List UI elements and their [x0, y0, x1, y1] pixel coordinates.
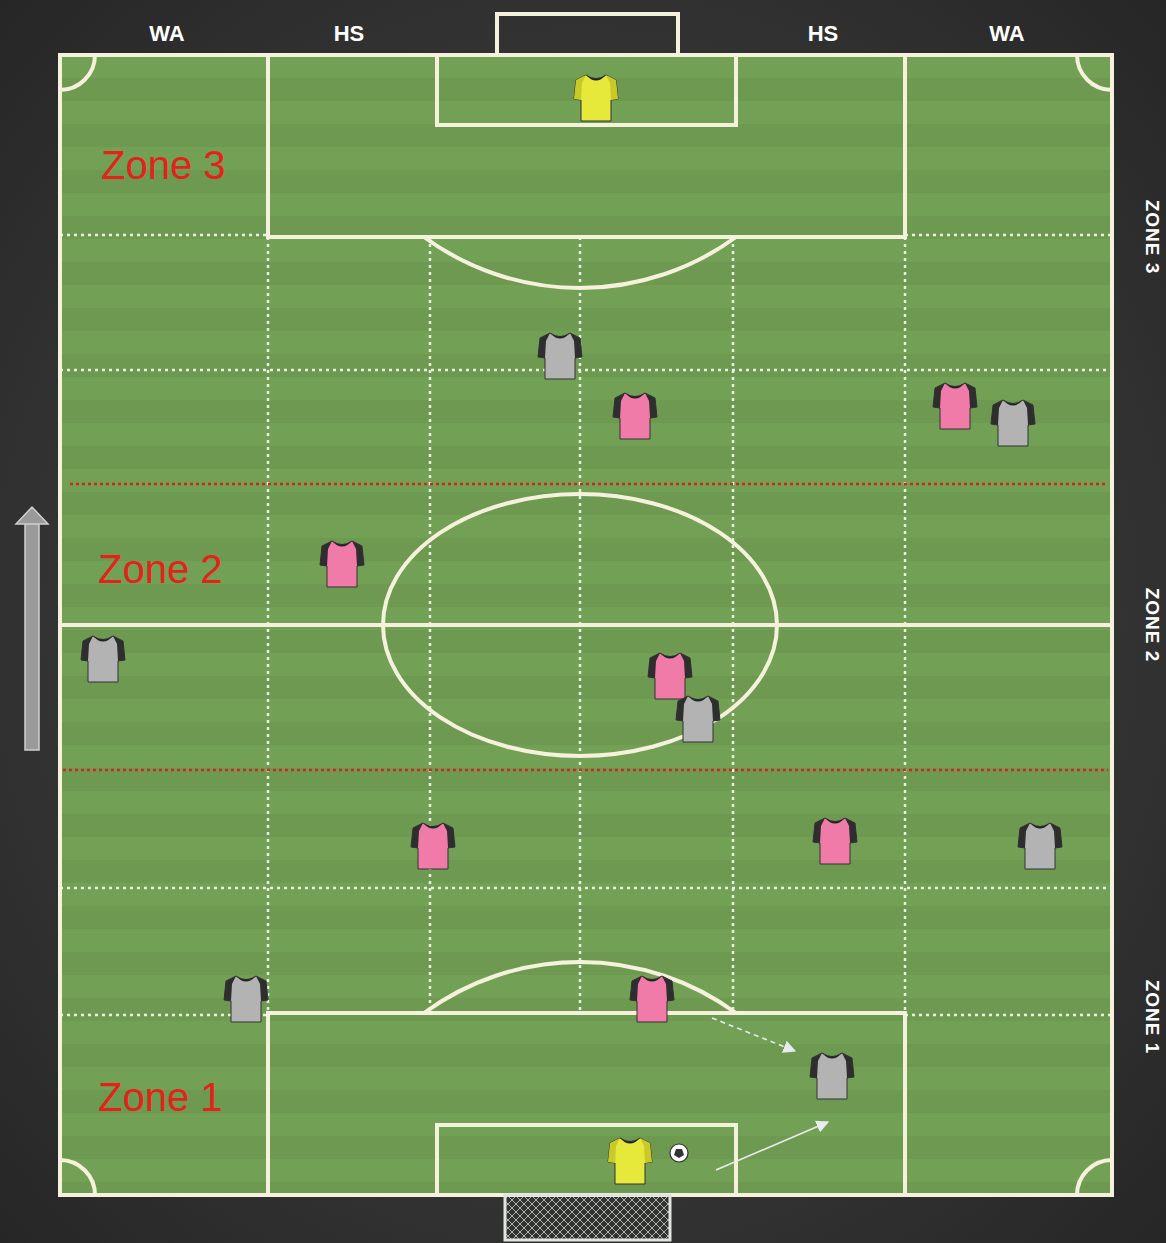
- zone-label: Zone 3: [101, 145, 226, 185]
- stripe: [62, 331, 1110, 354]
- stripe: [62, 193, 1110, 216]
- stripe: [62, 929, 1110, 952]
- player-shirt: [813, 818, 857, 864]
- lane-label: HS: [808, 23, 839, 45]
- pass-arrow: [716, 1122, 828, 1170]
- stripe: [62, 837, 1110, 860]
- player-shirt: [648, 653, 692, 699]
- lane-label: HS: [334, 23, 365, 45]
- players: [81, 75, 1062, 1184]
- stripe: [62, 469, 1110, 492]
- direction-arrow: [16, 507, 48, 750]
- pitch-markings: [60, 14, 1112, 1195]
- stripe: [62, 239, 1110, 262]
- zone-label: Zone 1: [98, 1077, 223, 1117]
- player-shirt: [538, 333, 582, 379]
- player-shirt: [608, 1138, 652, 1184]
- player-shirt: [224, 976, 268, 1022]
- player-shirt: [630, 976, 674, 1022]
- player-shirt: [411, 823, 455, 869]
- player-shirt: [574, 75, 618, 121]
- player-shirt: [810, 1053, 854, 1099]
- player-shirt: [933, 383, 977, 429]
- pitch-ground: [60, 55, 1112, 1195]
- player-shirt: [613, 393, 657, 439]
- stripe: [62, 883, 1110, 906]
- zone-side-label: ZONE 3: [1143, 200, 1162, 275]
- stripe: [62, 653, 1110, 676]
- run-arrow: [712, 1018, 795, 1051]
- stripe: [62, 791, 1110, 814]
- player-shirt: [320, 541, 364, 587]
- lane-label: WA: [149, 23, 184, 45]
- zone-side-label: ZONE 1: [1143, 980, 1162, 1055]
- stripe: [62, 1159, 1110, 1182]
- lane-label: WA: [989, 23, 1024, 45]
- player-shirt: [81, 636, 125, 682]
- stripe: [62, 515, 1110, 538]
- player-shirt: [676, 696, 720, 742]
- zone-label: Zone 2: [98, 549, 223, 589]
- zone-side-label: ZONE 2: [1143, 588, 1162, 663]
- goal-net: [505, 1195, 670, 1240]
- stripe: [62, 699, 1110, 722]
- stripe: [62, 1021, 1110, 1044]
- player-shirt: [991, 400, 1035, 446]
- ball: [670, 1144, 688, 1162]
- player-shirt: [1018, 823, 1062, 869]
- grid-lines: [60, 235, 1112, 1015]
- stripe: [62, 975, 1110, 998]
